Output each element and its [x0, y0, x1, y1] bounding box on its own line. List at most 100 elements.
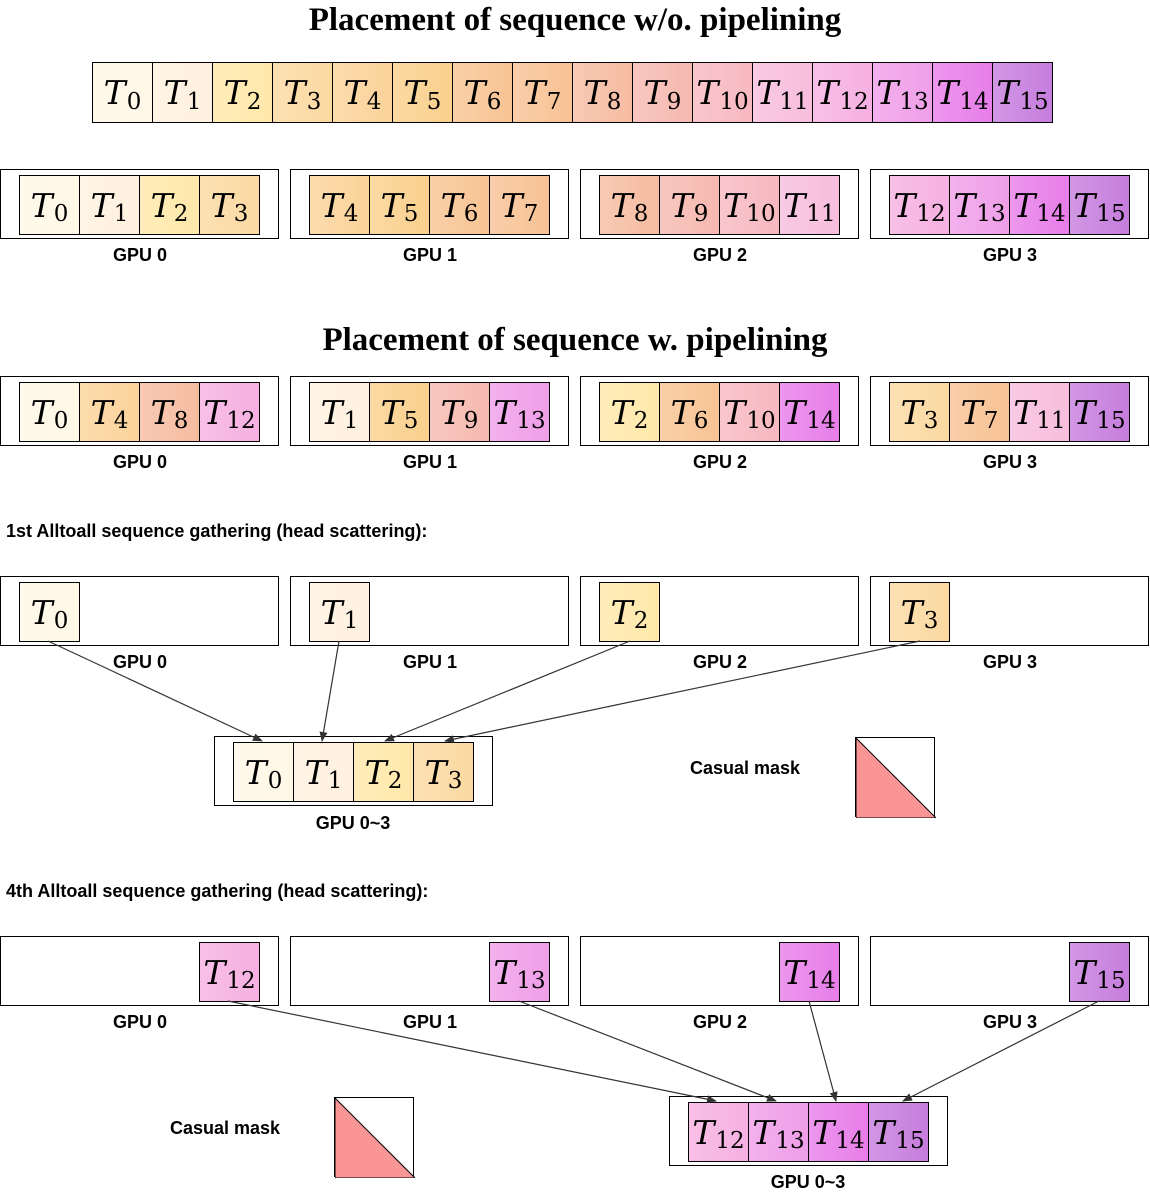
gpu-label-first-2: GPU 2: [692, 652, 748, 672]
gpu-label-fourth-2: GPU 2: [692, 1012, 748, 1032]
section-fourth-alltoall: 4th Alltoall sequence gathering (head sc…: [6, 881, 429, 901]
gpu-label-no-pipe-3: GPU 3: [982, 245, 1038, 265]
gpu-label-first-0: GPU 0: [112, 652, 168, 672]
gpu-label-no-pipe-0: GPU 0: [112, 245, 168, 265]
gathered-label-first: GPU 0~3: [315, 813, 391, 833]
gpu-label-pipe-0: GPU 0: [112, 452, 168, 472]
mask-label-first: Casual mask: [690, 758, 801, 778]
gpu-label-fourth-0: GPU 0: [112, 1012, 168, 1032]
gpu-label-first-3: GPU 3: [982, 652, 1038, 672]
mask-triangle: [856, 738, 936, 818]
